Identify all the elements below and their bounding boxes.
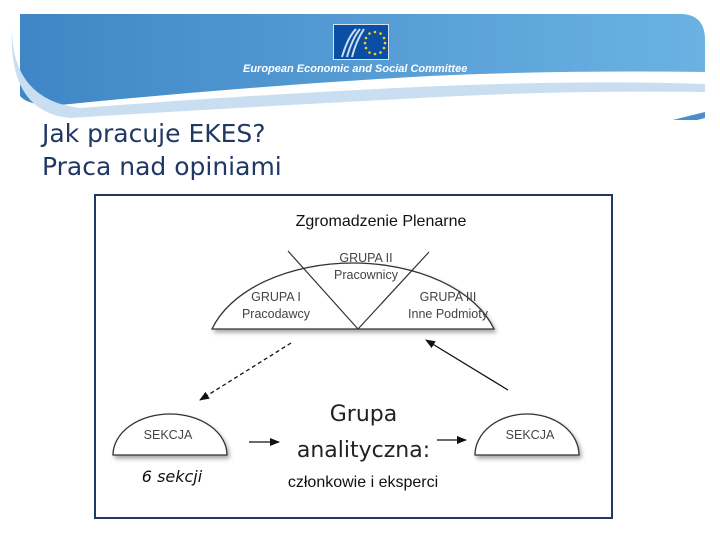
group-2-members: Pracownicy bbox=[334, 268, 398, 282]
group-divider-left bbox=[287, 250, 359, 330]
section-left-label: SEKCJA bbox=[143, 428, 193, 442]
organization-name: European Economic and Social Committee bbox=[243, 63, 468, 75]
slide-title-line2: Praca nad opiniami bbox=[42, 152, 282, 181]
eu-star-circle-icon bbox=[341, 28, 387, 58]
process-diagram bbox=[112, 250, 580, 456]
section-count: 6 sekcji bbox=[141, 467, 203, 486]
section-dome-left bbox=[112, 413, 228, 456]
group-1-label: GRUPA I Pracodawcy bbox=[226, 289, 326, 323]
plenary-label: Zgromadzenie Plenarne bbox=[295, 213, 467, 230]
group-1-name: GRUPA I bbox=[251, 290, 301, 304]
arrow-plenary-to-section bbox=[199, 342, 292, 401]
study-group-line2: analityczna: bbox=[296, 438, 431, 463]
group-1-members: Pracodawcy bbox=[241, 307, 311, 321]
eesc-logo bbox=[333, 24, 389, 60]
group-2-name: GRUPA II bbox=[339, 251, 393, 265]
group-3-name: GRUPA III bbox=[419, 290, 477, 304]
study-group-line1: Grupa bbox=[329, 402, 398, 427]
section-right-label: SEKCJA bbox=[505, 428, 555, 442]
section-dome-right bbox=[474, 413, 580, 456]
plenary-dome bbox=[210, 262, 496, 330]
arrow-section-to-plenary bbox=[425, 339, 509, 391]
group-3-members: Inne Podmioty bbox=[408, 307, 488, 321]
study-group-members: członkowie i eksperci bbox=[287, 474, 439, 491]
slide-title: Jak pracuje EKES? Praca nad opiniami bbox=[42, 117, 282, 183]
group-divider-right bbox=[357, 251, 430, 330]
slide-title-line1: Jak pracuje EKES? bbox=[42, 119, 266, 148]
group-2-label: GRUPA II Pracownicy bbox=[316, 250, 416, 284]
group-3-label: GRUPA III Inne Podmioty bbox=[393, 289, 503, 323]
study-group-label: Grupa analityczna: bbox=[276, 397, 451, 469]
diagram-frame: Zgromadzenie Plenarne GRUPA II Pracownic… bbox=[94, 194, 613, 519]
